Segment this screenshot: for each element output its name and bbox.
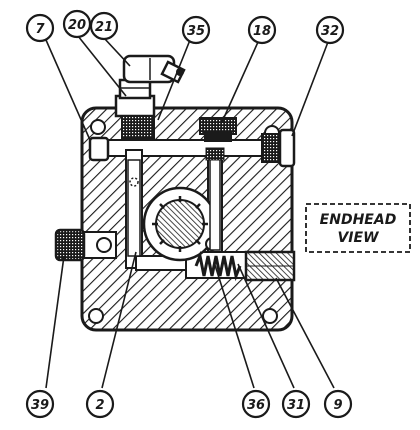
callout-36: 36 — [247, 398, 265, 413]
callout-7: 7 — [35, 22, 45, 37]
callout-21: 21 — [95, 20, 113, 35]
callout-39: 39 — [31, 398, 49, 413]
leader-lines — [45, 35, 335, 389]
view-label-box: ENDHEAD VIEW — [305, 203, 411, 253]
callout-35: 35 — [187, 24, 205, 39]
top-plug-left — [88, 136, 110, 162]
callout-20: 20 — [68, 18, 86, 33]
mounting-hole — [262, 308, 278, 324]
callout-32: 32 — [321, 24, 339, 39]
spring-assembly — [194, 250, 296, 282]
mounting-hole — [88, 308, 104, 324]
spline-shaft — [142, 186, 219, 262]
callout-31: 31 — [287, 398, 305, 413]
left-port-fitting — [54, 228, 112, 262]
right-pin — [205, 147, 225, 251]
callout-2: 2 — [95, 398, 104, 413]
mounting-hole — [90, 119, 106, 135]
callout-18: 18 — [253, 24, 271, 39]
top-port-18 — [199, 117, 237, 142]
left-spool — [127, 159, 141, 257]
top-fitting — [114, 54, 186, 139]
right-plug-32 — [261, 128, 296, 168]
view-label-line1: ENDHEAD — [320, 212, 397, 228]
callout-9: 9 — [333, 398, 342, 413]
callouts — [25, 9, 353, 419]
view-label-line2: VIEW — [337, 230, 379, 246]
